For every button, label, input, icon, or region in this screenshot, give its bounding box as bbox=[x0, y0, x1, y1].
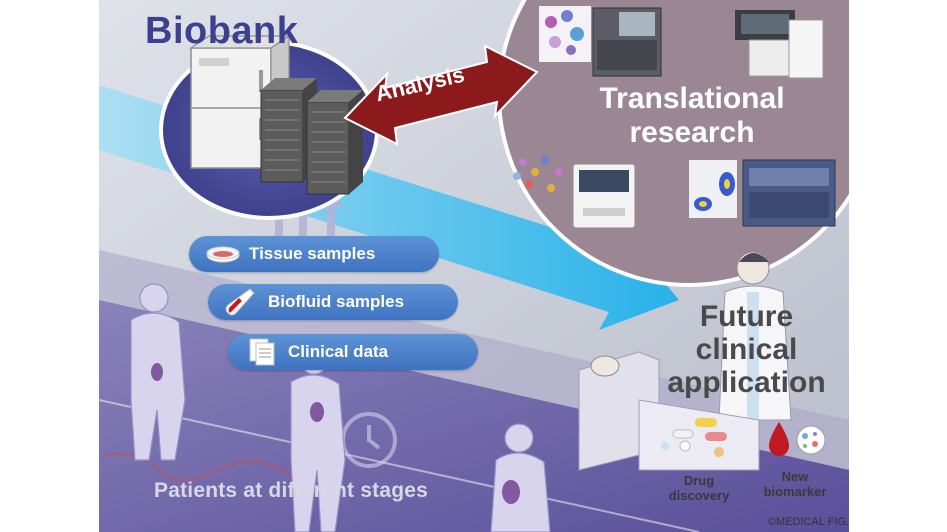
tissue-samples-pill: Tissue samples bbox=[189, 236, 439, 272]
flow-cytometer-icon bbox=[742, 159, 836, 227]
document-icon bbox=[249, 338, 275, 366]
copyright-notice: ©MEDICAL FIG. bbox=[767, 516, 849, 528]
drug-line1: Drug bbox=[683, 473, 715, 488]
test-tube-icon bbox=[225, 288, 255, 316]
future-line3: application bbox=[667, 366, 826, 399]
benchtop-analyzer-icon bbox=[735, 10, 824, 79]
biobank-title: Biobank bbox=[145, 10, 299, 52]
future-clinical-application-title: Future clinical application bbox=[639, 300, 849, 399]
diagram-canvas: Biobank Translational research Analysis … bbox=[99, 0, 849, 532]
blood-drop-icon bbox=[769, 422, 789, 456]
patient-figure bbox=[130, 283, 186, 461]
clinical-data-pill: Clinical data bbox=[228, 334, 478, 370]
storage-rack-icon bbox=[260, 78, 363, 195]
diagram-artwork bbox=[99, 0, 849, 532]
patients-label: Patients at different stages bbox=[154, 479, 429, 502]
translational-research-title: Translational research bbox=[567, 82, 817, 150]
future-line1: Future bbox=[699, 300, 794, 333]
biofluid-samples-label: Biofluid samples bbox=[268, 292, 405, 311]
hospital-bed-icon bbox=[578, 351, 760, 471]
biomarker-line1: New bbox=[781, 469, 809, 484]
biomarker-dish-icon bbox=[796, 425, 826, 455]
analysis-arrow bbox=[343, 44, 539, 146]
biomarker-line2: biomarker bbox=[763, 484, 827, 499]
lesion-spots bbox=[151, 363, 520, 504]
drug-line2: discovery bbox=[668, 488, 730, 503]
translational-title-line2: research bbox=[629, 116, 755, 149]
new-biomarker-label: New biomarker bbox=[755, 469, 835, 499]
biofluid-samples-pill: Biofluid samples bbox=[208, 284, 458, 320]
sequencer-icon bbox=[592, 7, 662, 77]
imaging-device-icon bbox=[572, 163, 636, 229]
patient-figure bbox=[490, 423, 551, 532]
band-line bbox=[99, 399, 700, 532]
pills-icon bbox=[661, 418, 727, 457]
petri-dish-icon bbox=[206, 246, 240, 263]
rack-slots bbox=[265, 99, 345, 183]
density-plot-icon bbox=[689, 160, 737, 218]
drug-discovery-label: Drug discovery bbox=[659, 473, 739, 503]
scatter-dots-icon bbox=[513, 156, 563, 192]
translational-title-line1: Translational bbox=[599, 82, 785, 115]
future-line2: clinical bbox=[695, 333, 798, 366]
clinical-data-label: Clinical data bbox=[288, 342, 389, 361]
doctor-figure bbox=[718, 251, 792, 421]
cluster-plot-icon bbox=[539, 6, 591, 62]
tissue-samples-label: Tissue samples bbox=[249, 244, 376, 263]
